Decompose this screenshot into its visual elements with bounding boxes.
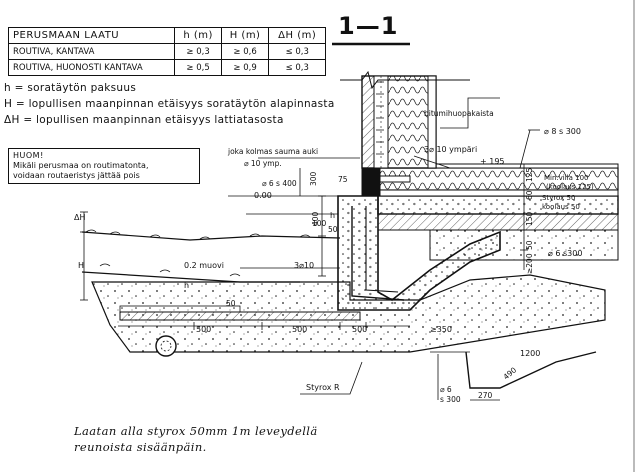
label-dim-50c: 50	[226, 299, 236, 308]
note-title: HUOM!	[13, 151, 44, 160]
label-dim-ge200: ≥200	[525, 253, 534, 274]
legend-h: h = soratäytön paksuus	[4, 82, 137, 94]
table-cell: ≥ 0,6	[220, 43, 270, 60]
label-bitumen: bitumihuopakaista	[424, 109, 494, 118]
label-rebar-3x10-ymp: 3⌀ 10 ympäri	[424, 145, 477, 154]
label-every-third: joka kolmas sauma auki	[227, 147, 318, 156]
sloped-ground	[81, 271, 300, 283]
label-min-villa-1: Min.villa 100	[544, 174, 589, 182]
label-delta-h: ΔH	[74, 213, 86, 222]
label-dim-400: 400	[311, 211, 320, 226]
note-box: HUOM! Mikäli perusmaa on routimatonta, v…	[8, 148, 200, 184]
label-dim-490: 490	[502, 365, 519, 381]
table-header: PERUSMAAN LAATU	[7, 27, 176, 44]
label-plus195: + 195	[480, 157, 505, 166]
slab-insulation	[377, 213, 619, 231]
table-header: ΔH (m)	[268, 27, 326, 44]
label-dim-h: h	[330, 211, 335, 220]
section-title: 1—1	[338, 12, 399, 40]
table-cell: ≤ 0,3	[268, 59, 326, 76]
label-dim-60: 60	[525, 190, 534, 200]
label-rebar-s300: s 300	[440, 395, 461, 404]
label-dim-500c: 500	[352, 325, 367, 334]
label-dim-ge350: ≥350	[430, 325, 452, 334]
floor-slab	[377, 195, 619, 215]
label-styrox-50-1: Styrox 50	[542, 194, 575, 202]
label-dim-50: 50	[328, 225, 338, 234]
label-rebar-6s400: ⌀ 6 s 400	[262, 179, 297, 188]
label-rebar-3x10: 3⌀10	[294, 261, 314, 270]
note-line: voidaan routaeristys jättää pois	[13, 171, 140, 180]
label-dim-300: 300	[309, 171, 318, 186]
label-h-left: H	[78, 261, 84, 270]
footing-bar-detail	[465, 351, 597, 389]
label-dim-125: 125	[525, 167, 534, 182]
label-dim-150: 150	[525, 211, 534, 226]
label-dim-500b: 500	[292, 325, 307, 334]
table-header-row: PERUSMAAN LAATU h (m) H (m) ΔH (m)	[7, 27, 326, 44]
table-row: ROUTIVA, HUONOSTI KANTAVA ≥ 0,5 ≥ 0,9 ≤ …	[7, 59, 326, 76]
table-cell: ROUTIVA, KANTAVA	[7, 43, 176, 60]
legend-big-h: H = lopullisen maanpinnan etäisyys sorat…	[4, 98, 335, 110]
table-header: H (m)	[220, 27, 270, 44]
label-dim-100: 100	[312, 219, 327, 228]
label-rebar-6s300-right: ⌀ 6 s300	[548, 249, 582, 258]
drain-pipe-icon	[155, 335, 177, 357]
table-cell: ≥ 0,9	[220, 59, 270, 76]
table-row: ROUTIVA, KANTAVA ≥ 0,3 ≥ 0,6 ≤ 0,3	[7, 43, 326, 60]
label-min-villa-2: (koolaus 125)	[546, 183, 594, 191]
label-dim-270: 270	[478, 391, 493, 400]
label-rebar-10ymp: ⌀ 10 ymp.	[244, 159, 282, 168]
legend-delta-h: ΔH = lopullisen maanpinnan etäisyys latt…	[4, 114, 284, 126]
label-styrox-r: Styrox R	[306, 383, 340, 392]
label-muovi: 0.2 muovi	[184, 261, 224, 270]
ground-surface-line	[81, 231, 341, 241]
table-cell: ROUTIVA, HUONOSTI KANTAVA	[7, 59, 176, 76]
soil-quality-table: PERUSMAAN LAATU h (m) H (m) ΔH (m) ROUTI…	[7, 27, 326, 76]
table-cell: ≤ 0,3	[268, 43, 326, 60]
note-line: Mikäli perusmaa on routimatonta,	[13, 161, 149, 170]
handwritten-note-line: reunoista sisäänpäin.	[74, 440, 207, 454]
label-dim-50b: 50	[525, 240, 534, 250]
label-dim-75: 75	[338, 175, 348, 184]
label-dim-500a: 500	[196, 325, 211, 334]
label-rebar-6: ⌀ 6	[440, 385, 452, 394]
label-dim-1200: 1200	[520, 349, 540, 358]
label-level-000: 0.00	[254, 191, 272, 200]
handwritten-note-line: Laatan alla styrox 50mm 1m leveydellä	[74, 424, 318, 438]
table-cell: ≥ 0,5	[174, 59, 222, 76]
table-header: h (m)	[174, 27, 222, 44]
frost-insulation-left	[119, 311, 361, 321]
label-styrox-50-2: koolaus 50	[542, 203, 580, 211]
label-rebar-top: ⌀ 8 s 300	[544, 127, 581, 136]
table-cell: ≥ 0,3	[174, 43, 222, 60]
label-h-small: h	[184, 281, 189, 290]
